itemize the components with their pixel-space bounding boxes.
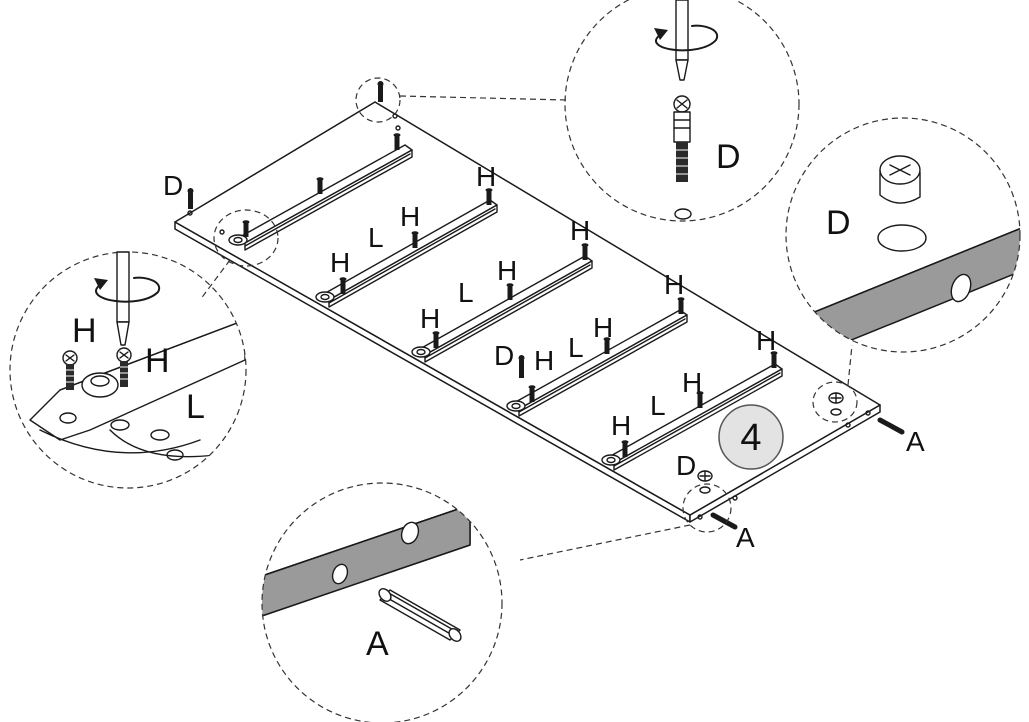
- cam-lock-right: [828, 392, 844, 416]
- dowel-right: [877, 417, 905, 435]
- screwdriver-icon: [116, 251, 130, 346]
- label-h-runner5b: H: [682, 367, 702, 398]
- panel-labels: D H H L H H H L H H H L D H H H L H D A …: [163, 161, 925, 553]
- callout-marker-right: [812, 381, 858, 423]
- cam-bolt-icon: [673, 95, 691, 182]
- detail-cam-lock: D: [785, 117, 1021, 353]
- drawer-runner-4: [506, 297, 688, 417]
- label-h-runner1: H: [476, 161, 496, 192]
- cam-bolt-left: [187, 188, 194, 209]
- detail-runner-label-h2: H: [145, 342, 170, 380]
- label-a-right: A: [906, 426, 925, 457]
- callout-marker-top: [355, 77, 401, 123]
- label-h-runner2a: H: [400, 201, 420, 232]
- callout-marker-left: [213, 209, 279, 267]
- drawer-runner-5: [601, 351, 783, 471]
- label-d-left: D: [163, 170, 183, 201]
- screwdriver-icon: [675, 0, 689, 81]
- label-h-runner2b: H: [330, 247, 350, 278]
- label-h-runner4c: H: [534, 345, 554, 376]
- screw-icon: [116, 347, 132, 387]
- label-l-runner4: L: [568, 332, 584, 363]
- label-h-runner3a: H: [570, 215, 590, 246]
- detail-runner-screw: H H L: [9, 251, 247, 489]
- label-d-center: D: [494, 340, 514, 371]
- drawer-runner-2: [315, 188, 498, 308]
- cam-bolt-top: [377, 81, 384, 102]
- dowel-front: [710, 512, 738, 530]
- label-d-front: D: [676, 450, 696, 481]
- detail-dowel-label: A: [366, 625, 389, 663]
- drawer-runner-1: [228, 133, 413, 251]
- detail-cam-bolt: D: [564, 0, 800, 222]
- detail-runner-label-h1: H: [72, 312, 97, 350]
- detail-runner-label-l: L: [186, 388, 205, 426]
- label-h-runner4a: H: [664, 269, 684, 300]
- detail-cam-bolt-label: D: [716, 138, 741, 176]
- drawer-runner-3: [411, 243, 593, 363]
- label-h-runner3c: H: [420, 303, 440, 334]
- screw-icon: [62, 350, 78, 390]
- step-number-badge: 4: [718, 404, 784, 470]
- label-h-runner5a: H: [756, 325, 776, 356]
- step-number: 4: [740, 417, 761, 459]
- rotate-arrow-icon: [94, 276, 161, 303]
- label-l-runner3: L: [458, 277, 474, 308]
- detail-dowel: A: [261, 482, 503, 722]
- cam-lock-icon: [879, 155, 921, 204]
- cam-bolt-center: [518, 355, 525, 378]
- label-l-runner2: L: [368, 222, 384, 253]
- callout-marker-front: [682, 483, 732, 533]
- label-h-runner3b: H: [497, 255, 517, 286]
- label-h-runner4b: H: [593, 312, 613, 343]
- label-l-runner5: L: [650, 390, 666, 421]
- dowel-icon: [378, 588, 462, 642]
- label-h-runner5c: H: [611, 410, 631, 441]
- label-a-front: A: [736, 522, 755, 553]
- detail-cam-lock-label: D: [826, 204, 851, 242]
- cam-lock-front: [697, 470, 713, 494]
- rotate-arrow-icon: [654, 24, 719, 52]
